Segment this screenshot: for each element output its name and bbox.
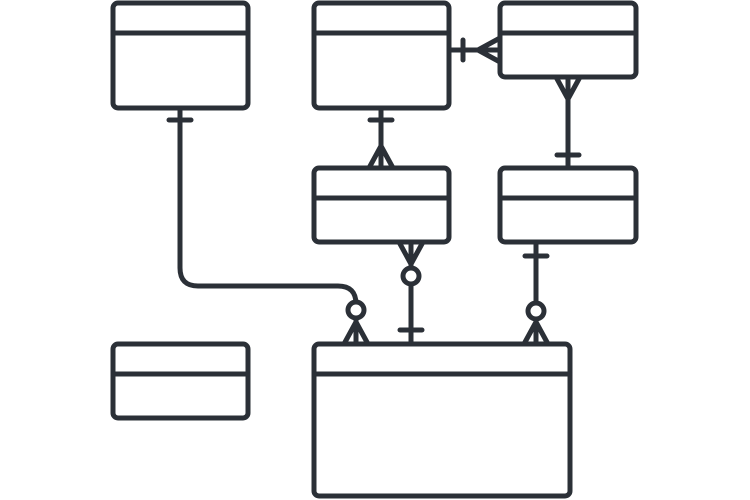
relationship-a-g [166,105,371,347]
entity-layer [110,0,639,499]
relationship-c-e [553,74,583,171]
relationship-line [177,105,359,347]
entity-box [311,0,452,111]
crow-foot-marker [521,319,551,347]
entity-box [311,165,452,245]
zero-circle-marker [400,265,422,287]
entity-f [110,341,251,421]
entity-box [311,341,573,499]
relationship-b-d [366,105,396,171]
entity-g [311,341,573,499]
crow-foot-marker [341,319,371,347]
relationship-b-c [446,35,503,65]
entity-box [497,0,639,80]
entity-a [110,0,251,111]
relationship-e-g [521,239,551,347]
relationship-d-g [396,239,426,347]
entity-b [311,0,452,111]
zero-circle-marker [345,299,367,321]
zero-circle-marker [525,300,547,322]
entity-c [497,0,639,80]
crow-foot-marker [553,74,583,102]
entity-box [497,165,639,245]
relationship-layer [166,35,583,347]
entity-box [110,0,251,111]
entity-box [110,341,251,421]
crow-foot-marker [366,143,396,171]
entity-d [311,165,452,245]
crow-foot-marker [475,35,503,65]
entity-e [497,165,639,245]
crow-foot-marker [396,239,426,267]
